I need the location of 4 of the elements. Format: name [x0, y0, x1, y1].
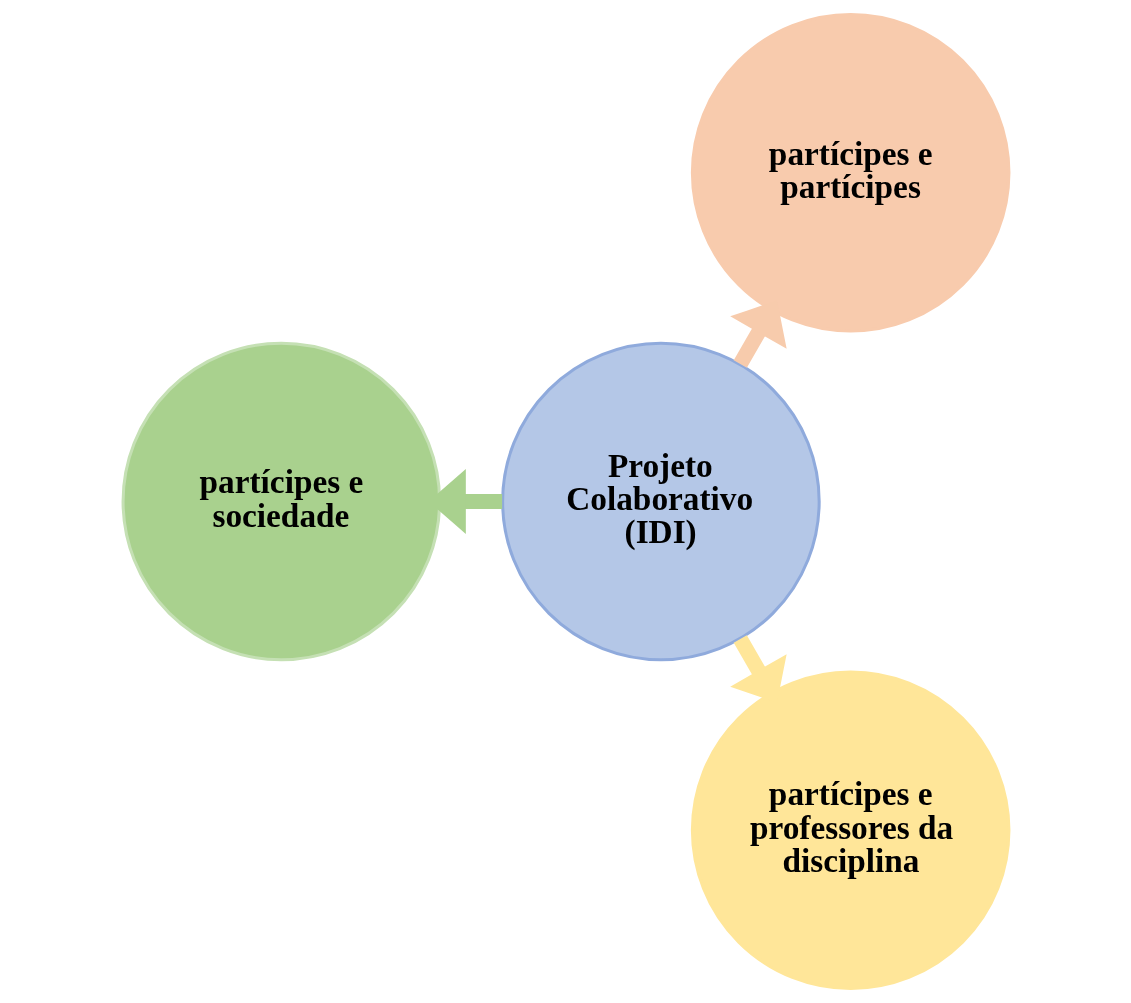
node-circle: Projeto Colaborativo (IDI): [500, 341, 821, 662]
node-circle: partícipes e sociedade: [121, 341, 441, 662]
node-circle: partícipes e partícipes: [690, 13, 1010, 333]
node-circle: partícipes e professores da disciplina: [690, 670, 1010, 990]
